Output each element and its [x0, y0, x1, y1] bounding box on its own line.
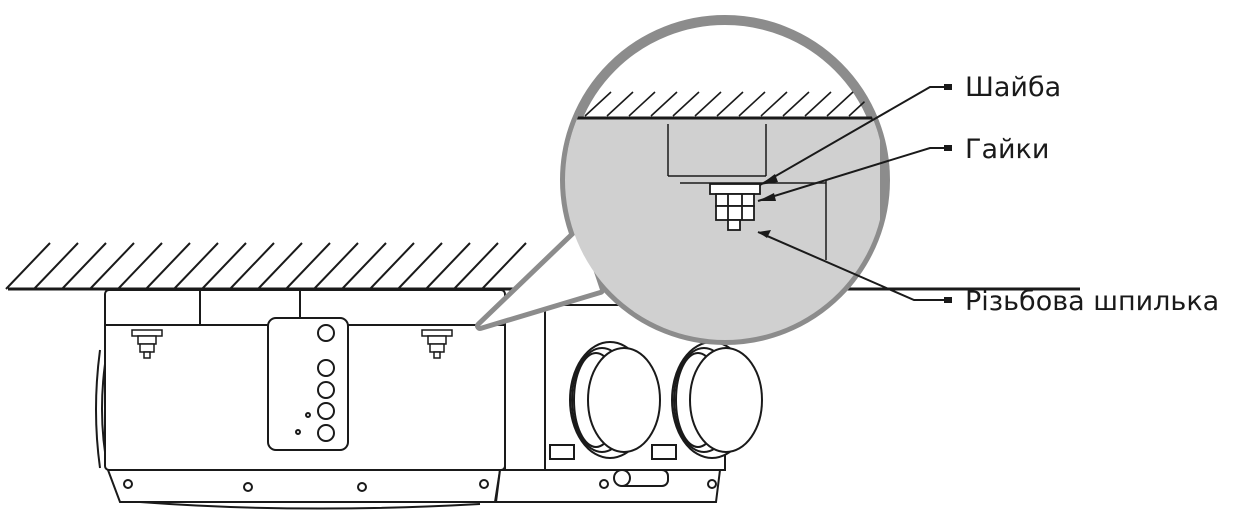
hatch-line — [369, 242, 415, 290]
mount-point-right — [421, 329, 453, 359]
zoom-hatch-line — [804, 91, 832, 117]
zoom-hatch-line — [694, 91, 722, 117]
hatch-line — [117, 242, 163, 290]
lens-left — [569, 341, 661, 459]
hatch-line — [33, 242, 79, 290]
leader-lines — [757, 86, 944, 301]
threaded-stud — [727, 219, 741, 231]
hatch-line — [285, 242, 331, 290]
hatch-line — [61, 242, 107, 290]
hatch-line — [425, 242, 471, 290]
hatch-line — [397, 242, 443, 290]
hatch-line — [89, 242, 135, 290]
washer-label: Шайба — [965, 72, 1062, 103]
zoom-hatch-line — [782, 91, 810, 117]
hatch-line — [145, 242, 191, 290]
zoom-hatch-line — [628, 91, 656, 117]
leader-arrowheads — [758, 174, 778, 238]
zoom-hatch-line — [606, 91, 634, 117]
hatch-line — [341, 242, 387, 290]
zoom-hatch-line — [760, 91, 788, 117]
zoom-hatch-line — [826, 91, 854, 117]
hatch-line — [173, 242, 219, 290]
lens-right — [671, 341, 763, 459]
hatch-line — [313, 242, 359, 290]
hatch-line — [5, 242, 51, 290]
washer — [709, 183, 761, 195]
zoom-hatch-line — [650, 91, 678, 117]
nuts — [715, 193, 755, 221]
mount-point-left — [131, 329, 163, 359]
leader-end-markers — [944, 84, 952, 303]
nuts-label: Гайки — [965, 134, 1050, 165]
hatch-line — [257, 242, 303, 290]
hatch-line — [453, 242, 499, 290]
threaded-stud-label: Різьбова шпилька — [965, 286, 1220, 317]
zoom-hatch-line — [672, 91, 700, 117]
zoom-hatch-line — [738, 91, 766, 117]
zoom-hatch-line — [584, 91, 612, 117]
hatch-line — [229, 242, 275, 290]
hatch-line — [201, 242, 247, 290]
hatch-line — [481, 242, 527, 290]
zoom-hatch-line — [716, 91, 744, 117]
